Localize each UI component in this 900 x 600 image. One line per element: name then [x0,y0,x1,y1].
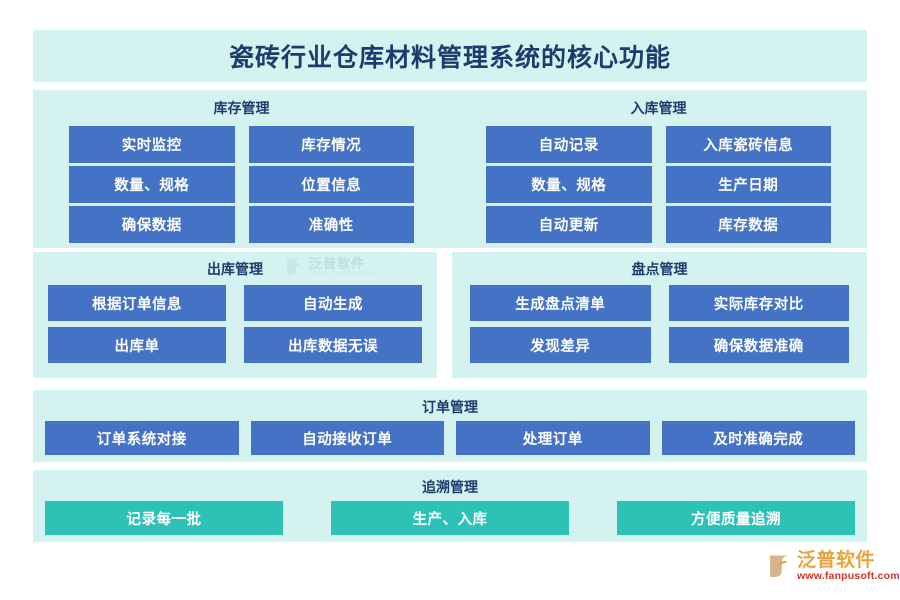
page-title-bar: 瓷砖行业仓库材料管理系统的核心功能 [33,30,867,82]
item-chip[interactable]: 处理订单 [456,421,650,455]
section-items-trace: 记录每一批 生产、入库 方便质量追溯 [45,501,855,535]
item-chip[interactable]: 确保数据准确 [668,327,849,363]
brand-name: 泛普软件 [797,550,876,571]
item-chip[interactable]: 生成盘点清单 [470,285,651,321]
section-outbound: 出库管理 根据订单信息 自动生成 出库单 出库数据无误 [33,252,437,378]
section-stocktaking: 盘点管理 生成盘点清单 实际库存对比 发现差异 确保数据准确 [452,252,867,378]
section-trace: 追溯管理 记录每一批 生产、入库 方便质量追溯 [33,470,867,542]
brand-url: www.fanpusoft.com [797,570,900,582]
item-chip[interactable]: 及时准确完成 [661,421,855,455]
item-chip[interactable]: 自动记录 [486,126,652,163]
item-chip[interactable]: 生产日期 [665,166,831,203]
section-title-outbound: 出库管理 [207,261,263,277]
item-chip[interactable]: 记录每一批 [45,501,283,535]
item-chip[interactable]: 数量、规格 [486,166,652,203]
section-order: 订单管理 订单系统对接 自动接收订单 处理订单 及时准确完成 [33,390,867,462]
item-chip[interactable]: 确保数据 [69,206,235,243]
section-title-trace: 追溯管理 [422,479,478,495]
item-chip[interactable]: 自动接收订单 [250,421,444,455]
item-chip[interactable]: 实际库存对比 [668,285,849,321]
section-items-outbound: 根据订单信息 自动生成 出库单 出库数据无误 [48,285,422,363]
item-chip[interactable]: 根据订单信息 [48,285,226,321]
item-chip[interactable]: 实时监控 [69,126,235,163]
section-items-stocktaking: 生成盘点清单 实际库存对比 发现差异 确保数据准确 [470,285,849,363]
item-chip[interactable]: 库存情况 [248,126,414,163]
item-chip[interactable]: 库存数据 [665,206,831,243]
item-chip[interactable]: 出库单 [48,327,226,363]
item-chip[interactable]: 自动生成 [244,285,422,321]
item-chip[interactable]: 自动更新 [486,206,652,243]
brand-logo: 泛普软件 www.fanpusoft.com [766,551,900,582]
section-inventory: 库存管理 实时监控 库存情况 数量、规格 位置信息 确保数据 准确性 [33,90,450,248]
section-items-inventory: 实时监控 库存情况 数量、规格 位置信息 确保数据 准确性 [69,126,414,243]
section-items-order: 订单系统对接 自动接收订单 处理订单 及时准确完成 [45,421,855,455]
item-chip[interactable]: 订单系统对接 [45,421,239,455]
section-items-inbound: 自动记录 入库瓷砖信息 数量、规格 生产日期 自动更新 库存数据 [486,126,831,243]
item-chip[interactable]: 数量、规格 [69,166,235,203]
item-chip[interactable]: 入库瓷砖信息 [665,126,831,163]
section-row-top: 库存管理 实时监控 库存情况 数量、规格 位置信息 确保数据 准确性 入库管理 … [33,90,867,248]
item-chip[interactable]: 出库数据无误 [244,327,422,363]
page-title: 瓷砖行业仓库材料管理系统的核心功能 [228,44,671,72]
section-title-stocktaking: 盘点管理 [631,261,688,277]
brand-logo-text: 泛普软件 www.fanpusoft.com [797,551,900,582]
fanpu-leaf-icon [766,553,792,579]
section-title-order: 订单管理 [422,399,478,415]
section-title-inbound: 入库管理 [630,100,687,116]
section-inbound: 入库管理 自动记录 入库瓷砖信息 数量、规格 生产日期 自动更新 库存数据 [450,90,867,248]
item-chip[interactable]: 发现差异 [470,327,651,363]
item-chip[interactable]: 方便质量追溯 [617,501,855,535]
item-chip[interactable]: 准确性 [248,206,414,243]
section-title-inventory: 库存管理 [213,100,270,116]
item-chip[interactable]: 生产、入库 [331,501,569,535]
item-chip[interactable]: 位置信息 [248,166,414,203]
